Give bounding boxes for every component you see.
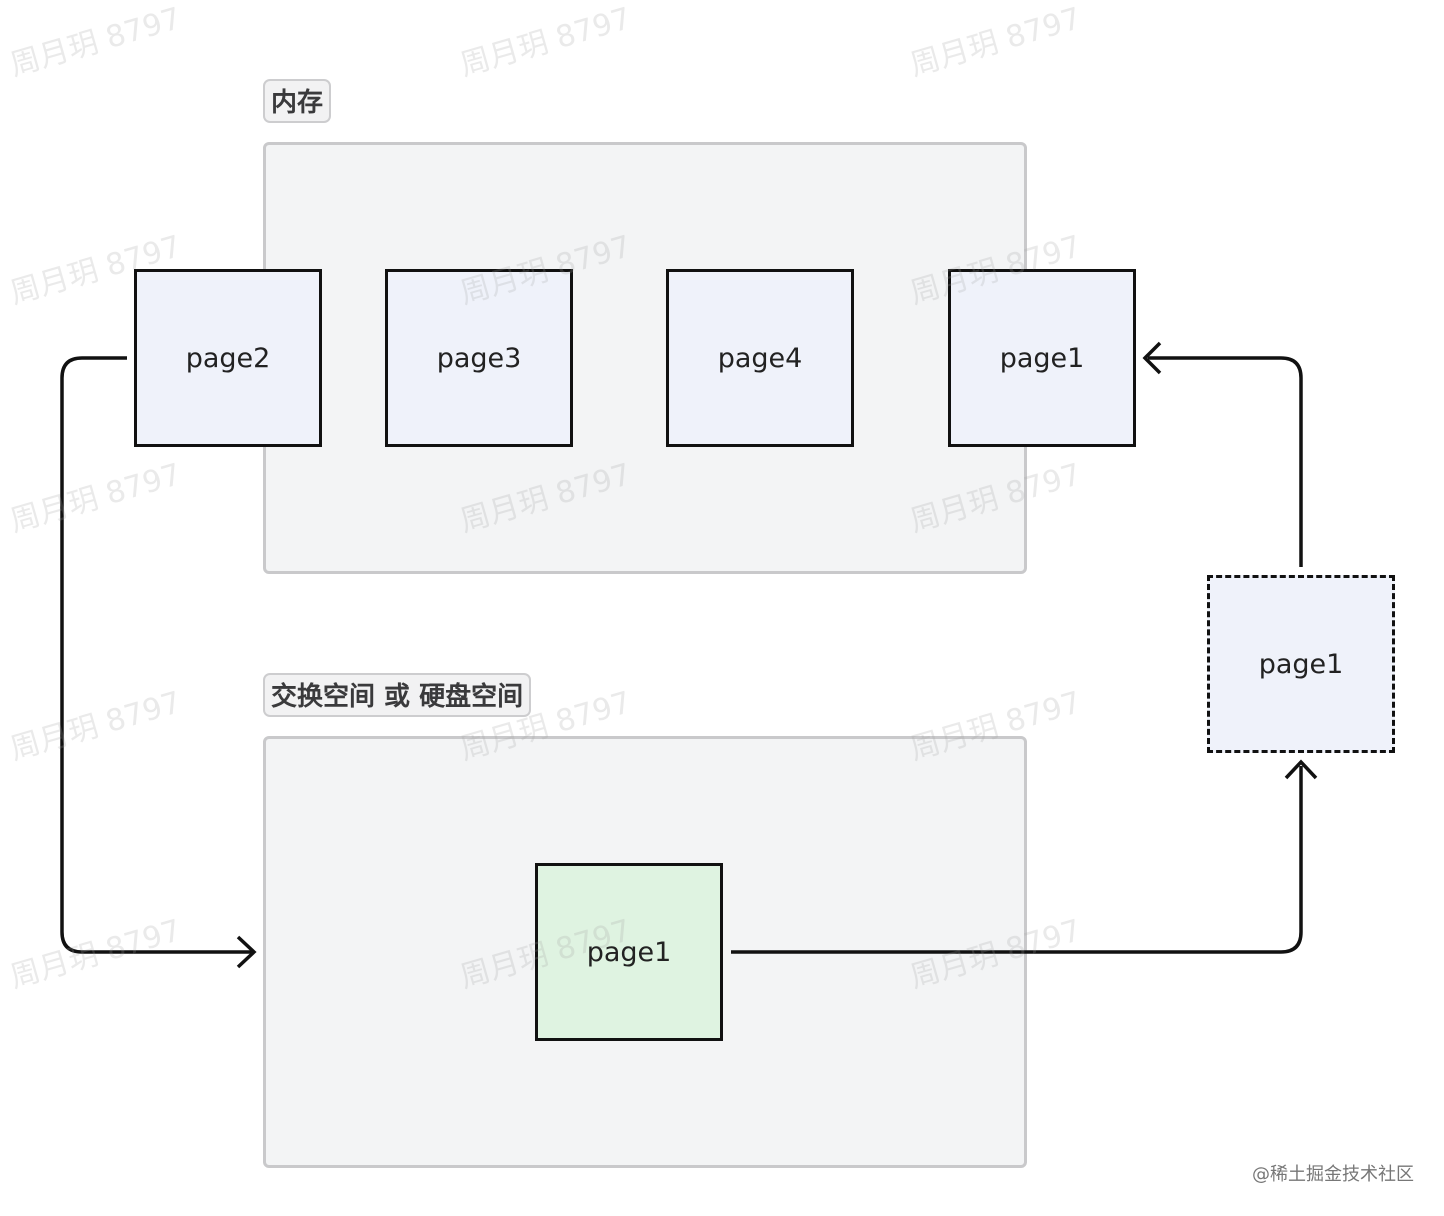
memory-page3-label: page3	[436, 342, 522, 374]
evict-arrowhead	[236, 935, 257, 969]
memory-page2-node: page2	[134, 269, 322, 447]
memory-page4-label: page4	[717, 342, 803, 374]
swap-page1-node: page1	[535, 863, 723, 1041]
footer-credit: @稀土掘金技术社区	[1252, 1164, 1414, 1185]
transit-page1-node: page1	[1207, 575, 1395, 753]
swap-page1-label: page1	[586, 936, 672, 968]
swap-out-arrowhead	[1284, 759, 1318, 780]
transit-page1-label: page1	[1258, 648, 1344, 680]
memory-page1-node: page1	[948, 269, 1136, 447]
memory-page4-node: page4	[666, 269, 854, 447]
evict-connector	[60, 356, 252, 954]
swap-group-label: 交换空间 或 硬盘空间	[263, 673, 532, 717]
load-arrowhead	[1142, 341, 1162, 375]
memory-page2-label: page2	[185, 342, 271, 374]
memory-page1-label: page1	[999, 342, 1085, 374]
load-connector	[1148, 356, 1303, 567]
swap-out-connector	[731, 766, 1303, 954]
memory-group-label: 内存	[263, 79, 332, 123]
memory-page3-node: page3	[385, 269, 573, 447]
